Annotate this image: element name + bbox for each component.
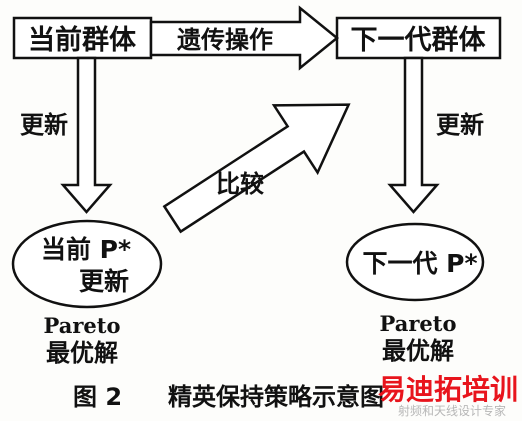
watermark-subtitle: 射频和天线设计专家 (398, 403, 506, 418)
pareto-left-label: Pareto (44, 313, 121, 338)
update-left-label: 更新 (20, 111, 68, 139)
current-population-label: 当前群体 (28, 24, 137, 56)
current-p-star-ellipse (11, 219, 163, 309)
update-right-label: 更新 (436, 111, 484, 139)
figure-title: 精英保持策略示意图 (168, 383, 384, 411)
genetic-operation-arrow (149, 5, 339, 71)
figure-number: 图 2 (73, 383, 122, 411)
pareto-right-label: Pareto (380, 311, 457, 336)
next-p-star-ellipse (345, 222, 485, 302)
update-left-arrow (60, 56, 113, 214)
update-right-arrow (387, 56, 440, 214)
watermark-logo-text: 易迪拓培训 (378, 373, 518, 406)
current-p-star-update-label: 更新 (79, 267, 129, 296)
compare-label: 比较 (216, 170, 264, 198)
next-p-star-label: 下一代 P* (362, 249, 477, 278)
compare-arrow (162, 103, 351, 234)
pareto-right-optimal-label: 最优解 (382, 337, 454, 365)
current-p-star-label: 当前 P* (41, 235, 131, 264)
next-population-label: 下一代群体 (351, 25, 487, 56)
pareto-left-optimal-label: 最优解 (46, 339, 118, 367)
genetic-operation-label: 遗传操作 (176, 26, 273, 54)
